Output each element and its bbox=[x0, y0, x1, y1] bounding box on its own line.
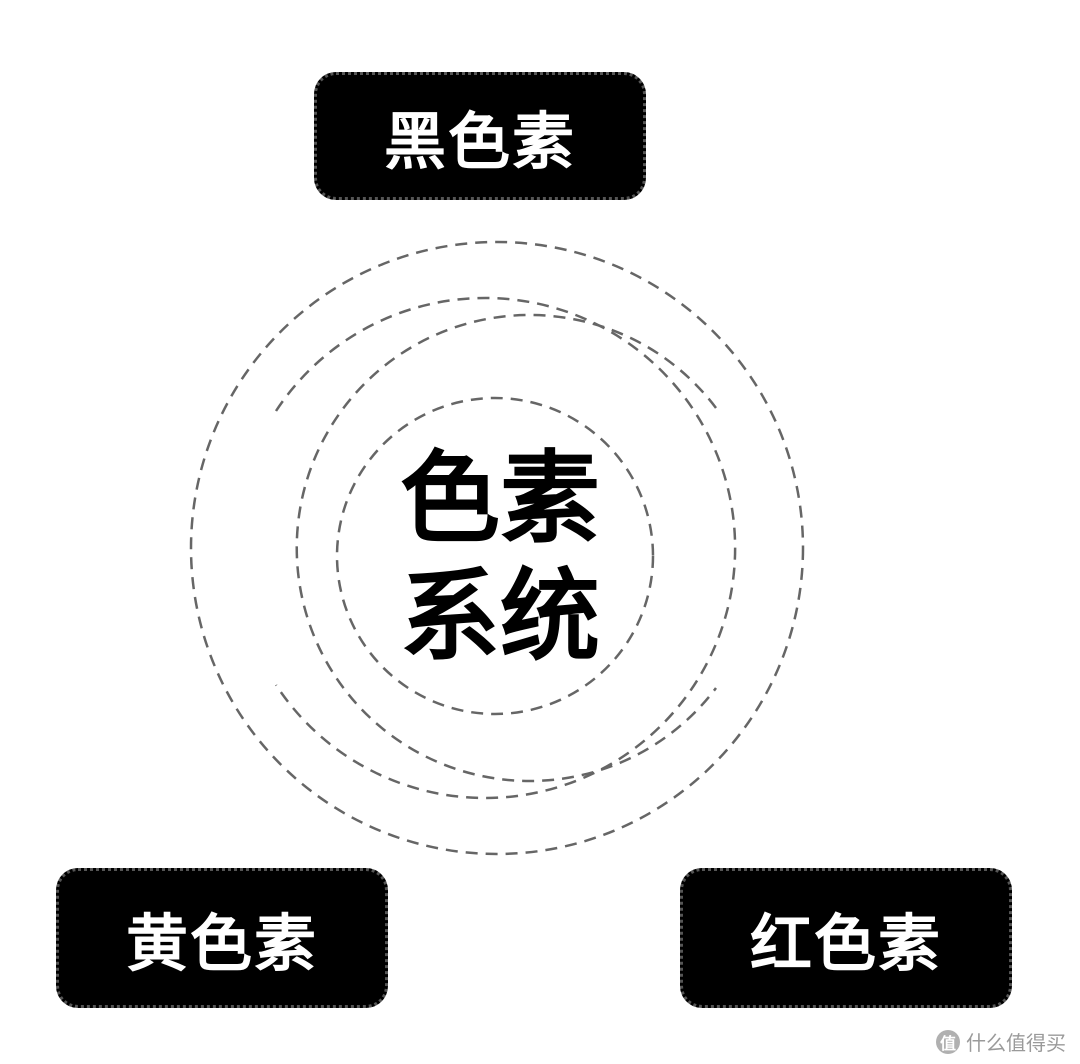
node-black-pigment-label: 黑色素 bbox=[383, 105, 576, 178]
node-red-pigment-label: 红色素 bbox=[749, 907, 942, 980]
center-label-line1: 色素 bbox=[400, 440, 600, 557]
middle-dashed-ring bbox=[274, 296, 737, 800]
watermark-logo-icon: 值 bbox=[936, 1029, 960, 1054]
node-black-pigment: 黑色素 bbox=[314, 72, 646, 200]
node-yellow-pigment: 黄色素 bbox=[56, 868, 388, 1008]
core-dashed-ring bbox=[335, 396, 655, 716]
outer-dashed-ring bbox=[189, 240, 805, 856]
center-label: 色素 系统 bbox=[330, 440, 670, 676]
node-yellow-pigment-label: 黄色素 bbox=[125, 907, 318, 980]
inner-dashed-ring bbox=[295, 313, 717, 783]
center-label-line2: 系统 bbox=[400, 558, 600, 675]
watermark-text: 什么值得买 bbox=[966, 1031, 1066, 1055]
watermark: 值 什么值得买 bbox=[936, 1027, 1066, 1056]
node-red-pigment: 红色素 bbox=[680, 868, 1012, 1008]
